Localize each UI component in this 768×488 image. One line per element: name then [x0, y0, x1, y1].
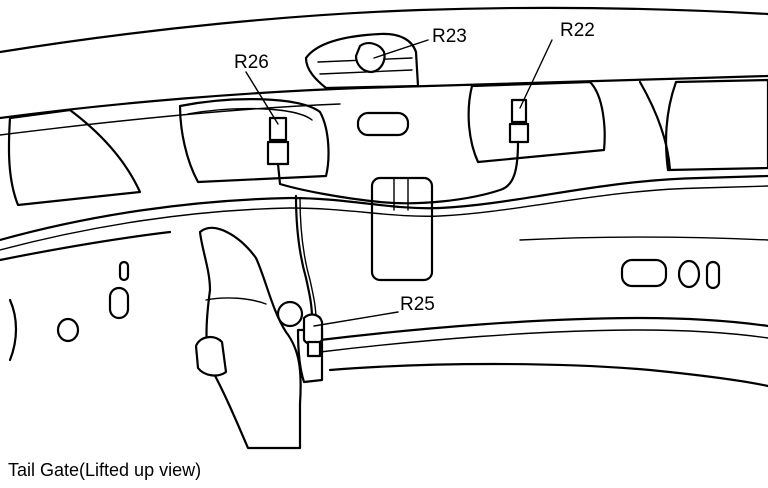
r22-holder	[510, 98, 528, 124]
wire-harness-down-2	[299, 197, 317, 321]
slot-left-2	[118, 260, 130, 282]
label-r22: R22	[560, 20, 595, 41]
gate-rib-right	[318, 316, 768, 342]
r26-holder	[268, 116, 288, 142]
caption: Tail Gate(Lifted up view)	[8, 460, 201, 480]
slot-center	[356, 111, 410, 137]
latch-knob	[276, 300, 304, 328]
label-r25: R25	[400, 294, 435, 315]
slot-right	[620, 258, 668, 288]
r26-leader	[245, 71, 279, 125]
right-edge-line	[638, 80, 672, 172]
gate-rim-detail	[0, 103, 341, 136]
r26-socket	[266, 140, 290, 166]
r25-socket	[306, 340, 322, 358]
r25-bulb	[302, 313, 324, 346]
wire-harness-main	[276, 140, 520, 205]
r23-leader	[373, 39, 429, 59]
hole-left-1	[56, 317, 80, 343]
r22-socket	[508, 122, 530, 144]
wire-harness-down	[294, 194, 314, 320]
slot-left-1	[108, 286, 130, 320]
label-r26: R26	[234, 52, 269, 73]
r25-leader	[313, 311, 399, 327]
gate-rib-right-2	[319, 329, 768, 353]
r23-bulb	[354, 42, 386, 74]
gate-rib-upper-2	[0, 185, 768, 251]
center-bracket	[370, 176, 434, 282]
center-left-opening-inner	[187, 107, 313, 121]
left-opening	[7, 108, 142, 207]
hole-right-2	[705, 260, 721, 290]
center-bracket-groove	[393, 177, 409, 211]
hole-right-1	[677, 259, 701, 289]
label-r23: R23	[432, 26, 467, 47]
gate-rib-upper	[0, 174, 768, 242]
gate-rib-lower	[0, 230, 172, 262]
center-right-opening	[467, 80, 606, 164]
latch-housing	[198, 226, 302, 450]
right-opening	[664, 78, 768, 172]
latch-detail	[205, 297, 267, 305]
left-edge-bulge	[8, 298, 18, 362]
gate-bottom-curve	[328, 362, 768, 388]
gate-outer-edge	[0, 6, 768, 54]
center-left-opening	[178, 98, 330, 184]
latch-base	[194, 336, 228, 377]
r22-leader	[519, 39, 553, 109]
gate-lower-curve	[519, 236, 768, 241]
